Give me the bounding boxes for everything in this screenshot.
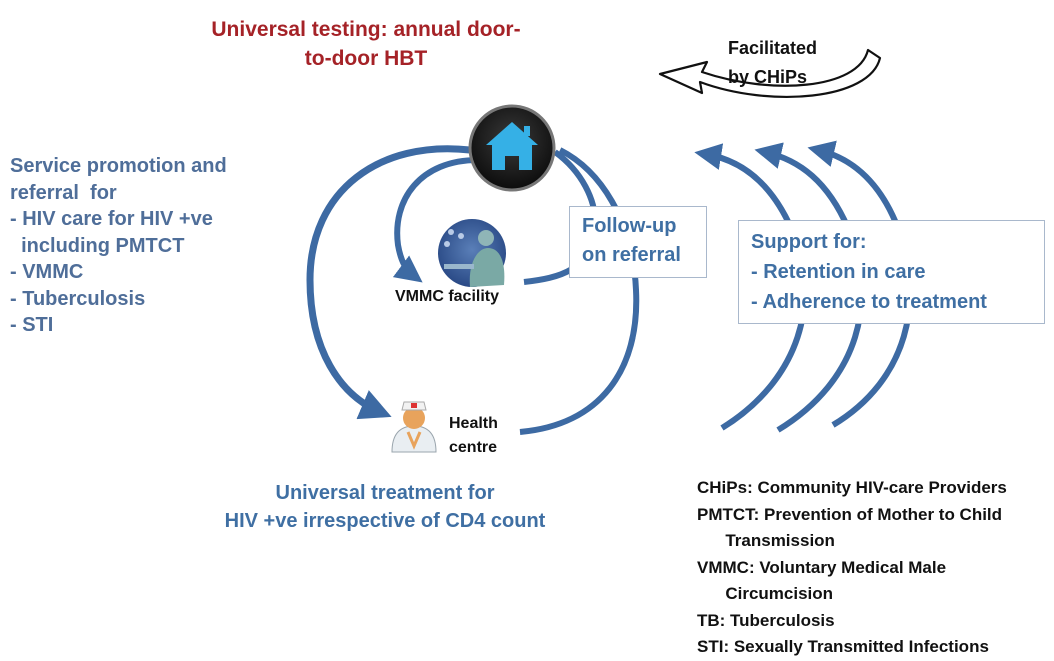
health-centre-line: centre <box>449 439 498 456</box>
support-line: - Adherence to treatment <box>751 291 987 313</box>
service-promotion-text: Service promotion and referral for - HIV… <box>10 153 227 339</box>
promotion-line: including PMTCT <box>10 234 185 257</box>
treatment-line: HIV +ve irrespective of CD4 count <box>224 510 546 532</box>
doctor-icon <box>391 401 437 453</box>
promotion-line: Service promotion and <box>10 155 227 177</box>
house-icon <box>468 104 556 192</box>
followup-line: Follow-up <box>582 215 677 237</box>
support-line: Support for: <box>751 231 867 253</box>
facilitated-label: Facilitated by CHiPs <box>728 34 817 92</box>
facilitated-line: by CHiPs <box>728 67 808 87</box>
title-line: to-door HBT <box>304 47 428 70</box>
universal-treatment-text: Universal treatment for HIV +ve irrespec… <box>200 479 570 535</box>
support-box: Support for: - Retention in care - Adher… <box>738 220 1045 324</box>
promotion-line: - Tuberculosis <box>10 287 146 310</box>
arrow-house-to-health-centre <box>306 145 471 420</box>
promotion-line: - HIV care for HIV +ve <box>10 208 213 230</box>
abbreviation-legend: CHiPs: Community HIV-care Providers PMTC… <box>697 475 1007 661</box>
followup-box: Follow-up on referral <box>569 206 707 278</box>
legend-item: VMMC: Voluntary Medical Male <box>697 557 947 577</box>
legend-item: CHiPs: Community HIV-care Providers <box>697 478 1007 497</box>
facilitated-arrow-icon <box>658 48 882 98</box>
support-line: - Retention in care <box>751 261 926 283</box>
followup-line: on referral <box>582 244 681 266</box>
vmmc-facility-icon <box>438 219 506 287</box>
vmmc-facility-label: VMMC facility <box>395 288 500 305</box>
health-centre-label: Health centre <box>449 412 498 460</box>
legend-item: STI: Sexually Transmitted Infections <box>697 637 989 656</box>
diagram-title: Universal testing: annual door- to-door … <box>196 15 536 73</box>
arrow-health-centre-followup <box>519 147 640 435</box>
title-line: Universal testing: annual door- <box>211 18 521 41</box>
arrow-house-to-vmmc <box>392 157 479 283</box>
legend-item: Circumcision <box>697 584 834 603</box>
treatment-line: Universal treatment for <box>275 482 495 504</box>
legend-item: PMTCT: Prevention of Mother to Child <box>697 504 1003 524</box>
promotion-line: referral for <box>10 181 117 204</box>
health-centre-line: Health <box>449 415 498 432</box>
legend-item: TB: Tuberculosis <box>697 610 835 630</box>
promotion-line: - VMMC <box>10 261 84 283</box>
legend-item: Transmission <box>697 531 835 550</box>
promotion-line: - STI <box>10 314 54 336</box>
facilitated-line: Facilitated <box>728 38 818 58</box>
